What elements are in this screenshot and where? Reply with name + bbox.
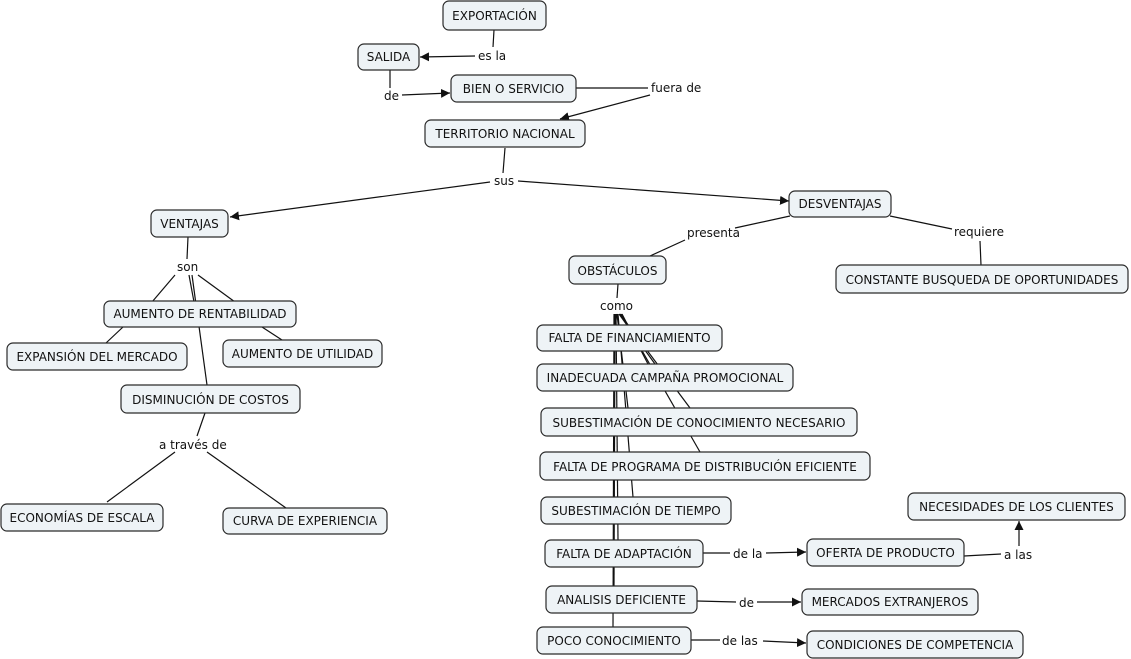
node-mercados-extranjeros[interactable]: MERCADOS EXTRANJEROS — [801, 588, 979, 616]
edge-requiere-constante — [979, 240, 982, 266]
link-label: es la — [478, 49, 506, 63]
node-necesidades-clientes[interactable]: NECESIDADES DE LOS CLIENTES — [907, 492, 1126, 521]
node-oferta-producto[interactable]: OFERTA DE PRODUCTO — [806, 538, 965, 567]
node-disminucion-costos[interactable]: DISMINUCIÓN DE COSTOS — [120, 384, 301, 414]
link-label: de — [739, 596, 754, 610]
svg-text:VENTAJAS: VENTAJAS — [160, 217, 219, 231]
node-subestimacion-conocimiento[interactable]: SUBESTIMACIÓN DE CONOCIMIENTO NECESARIO — [540, 407, 858, 437]
node-poco-conocimiento[interactable]: POCO CONOCIMIENTO — [536, 626, 692, 655]
svg-text:AUMENTO DE RENTABILIDAD: AUMENTO DE RENTABILIDAD — [113, 307, 286, 321]
node-constante-busqueda[interactable]: CONSTANTE BUSQUEDA DE OPORTUNIDADES — [835, 264, 1129, 294]
svg-text:ECONOMÍAS DE ESCALA: ECONOMÍAS DE ESCALA — [10, 510, 156, 525]
svg-text:ANALISIS DEFICIENTE: ANALISIS DEFICIENTE — [557, 593, 686, 607]
node-salida[interactable]: SALIDA — [357, 43, 420, 71]
svg-text:FALTA DE FINANCIAMIENTO: FALTA DE FINANCIAMIENTO — [548, 331, 710, 345]
edge-esla-salida — [419, 52, 476, 62]
svg-text:SUBESTIMACIÓN DE CONOCIMIENTO: SUBESTIMACIÓN DE CONOCIMIENTO NECESARIO — [553, 415, 846, 430]
node-bien-o-servicio[interactable]: BIEN O SERVICIO — [450, 74, 577, 103]
edge-exportacion-esla — [492, 29, 495, 48]
link-label: como — [600, 299, 633, 313]
svg-text:POCO CONOCIMIENTO: POCO CONOCIMIENTO — [547, 634, 681, 648]
node-falta-programa[interactable]: FALTA DE PROGRAMA DE DISTRIBUCIÓN EFICIE… — [539, 451, 871, 481]
node-condiciones-competencia[interactable]: CONDICIONES DE COMPETENCIA — [806, 630, 1024, 659]
node-falta-adaptacion[interactable]: FALTA DE ADAPTACIÓN — [544, 539, 704, 568]
edge-territorio-sus — [502, 147, 506, 174]
node-subestimacion-tiempo[interactable]: SUBESTIMACIÓN DE TIEMPO — [540, 496, 732, 525]
link-labels: es la de fuera de sus son a través de pr… — [159, 49, 1032, 648]
node-ventajas[interactable]: VENTAJAS — [150, 209, 229, 238]
node-territorio-nacional[interactable]: TERRITORIO NACIONAL — [424, 119, 586, 148]
edge-delas-condiciones — [762, 638, 807, 648]
edge-son-aumento-rent-b — [188, 274, 195, 303]
link-label: requiere — [954, 225, 1004, 239]
svg-text:OBSTÁCULOS: OBSTÁCULOS — [578, 263, 658, 278]
svg-text:FALTA DE ADAPTACIÓN: FALTA DE ADAPTACIÓN — [556, 546, 692, 561]
node-aumento-utilidad[interactable]: AUMENTO DE UTILIDAD — [222, 339, 383, 368]
svg-text:EXPORTACIÓN: EXPORTACIÓN — [452, 8, 537, 23]
node-inadecuada-campana[interactable]: INADECUADA CAMPAÑA PROMOCIONAL — [536, 363, 794, 392]
svg-text:OFERTA DE PRODUCTO: OFERTA DE PRODUCTO — [816, 546, 955, 560]
edge-fuerade-territorio — [559, 94, 651, 122]
svg-text:EXPANSIÓN DEL MERCADO: EXPANSIÓN DEL MERCADO — [16, 349, 177, 364]
svg-text:CONSTANTE BUSQUEDA DE OPORTUNI: CONSTANTE BUSQUEDA DE OPORTUNIDADES — [846, 273, 1119, 287]
link-label: de la — [733, 547, 763, 561]
svg-text:TERRITORIO NACIONAL: TERRITORIO NACIONAL — [434, 127, 575, 141]
edge-disminucion-atraves — [196, 412, 206, 437]
svg-text:MERCADOS EXTRANJEROS: MERCADOS EXTRANJEROS — [812, 595, 969, 609]
link-label: de las — [722, 634, 758, 648]
svg-text:FALTA DE PROGRAMA DE DISTRIBUC: FALTA DE PROGRAMA DE DISTRIBUCIÓN EFICIE… — [553, 459, 857, 474]
edge-presenta-obstaculos — [649, 239, 686, 257]
link-label: de — [384, 89, 399, 103]
svg-text:INADECUADA CAMPAÑA PROMOCIONAL: INADECUADA CAMPAÑA PROMOCIONAL — [547, 370, 784, 385]
edge-son-aumento-rent-c — [197, 274, 236, 303]
edge-son-disminucion — [191, 274, 208, 386]
node-exportacion[interactable]: EXPORTACIÓN — [442, 0, 547, 31]
edge-desventajas-presenta — [734, 215, 791, 229]
svg-text:CONDICIONES DE COMPETENCIA: CONDICIONES DE COMPETENCIA — [817, 638, 1014, 652]
node-obstaculos[interactable]: OBSTÁCULOS — [568, 255, 667, 285]
svg-text:NECESIDADES DE LOS CLIENTES: NECESIDADES DE LOS CLIENTES — [919, 500, 1114, 514]
svg-text:AUMENTO DE UTILIDAD: AUMENTO DE UTILIDAD — [232, 347, 374, 361]
edge-son-aumento-rent-a — [151, 274, 176, 303]
svg-text:BIEN O SERVICIO: BIEN O SERVICIO — [463, 82, 564, 96]
svg-text:SUBESTIMACIÓN DE TIEMPO: SUBESTIMACIÓN DE TIEMPO — [551, 503, 720, 518]
svg-text:CURVA DE EXPERIENCIA: CURVA DE EXPERIENCIA — [233, 514, 378, 528]
link-label: fuera de — [651, 81, 701, 95]
edge-rent-expansion — [105, 326, 124, 344]
link-label: a través de — [159, 438, 227, 452]
edge-analisis-de — [696, 600, 737, 603]
node-expansion-mercado[interactable]: EXPANSIÓN DEL MERCADO — [6, 342, 188, 371]
node-desventajas[interactable]: DESVENTAJAS — [788, 190, 892, 218]
edge-sus-ventajas — [229, 181, 491, 221]
edge-oferta-alas — [963, 553, 1002, 557]
node-aumento-rentabilidad[interactable]: AUMENTO DE RENTABILIDAD — [103, 300, 297, 328]
edge-desventajas-requiere — [889, 215, 953, 230]
edge-rent-utilidad — [261, 326, 283, 341]
edge-sus-desventajas — [517, 180, 790, 205]
edge-ventajas-son — [186, 236, 189, 260]
edge-de-bien — [401, 88, 451, 98]
svg-text:SALIDA: SALIDA — [367, 50, 411, 64]
node-falta-financiamiento[interactable]: FALTA DE FINANCIAMIENTO — [536, 324, 723, 352]
link-label: son — [177, 260, 198, 274]
link-label: sus — [494, 174, 514, 188]
svg-text:DESVENTAJAS: DESVENTAJAS — [799, 197, 882, 211]
link-label: a las — [1004, 548, 1032, 562]
node-analisis-deficiente[interactable]: ANALISIS DEFICIENTE — [545, 585, 698, 614]
node-economias-escala[interactable]: ECONOMÍAS DE ESCALA — [0, 503, 164, 532]
edge-atraves-economias — [106, 451, 176, 503]
edge-atraves-curva — [206, 451, 287, 509]
svg-text:DISMINUCIÓN DE COSTOS: DISMINUCIÓN DE COSTOS — [132, 392, 289, 407]
edge-dela-oferta — [765, 547, 807, 557]
node-curva-experiencia[interactable]: CURVA DE EXPERIENCIA — [222, 507, 388, 535]
link-label: presenta — [687, 226, 740, 240]
edge-obstaculos-como — [616, 283, 619, 299]
